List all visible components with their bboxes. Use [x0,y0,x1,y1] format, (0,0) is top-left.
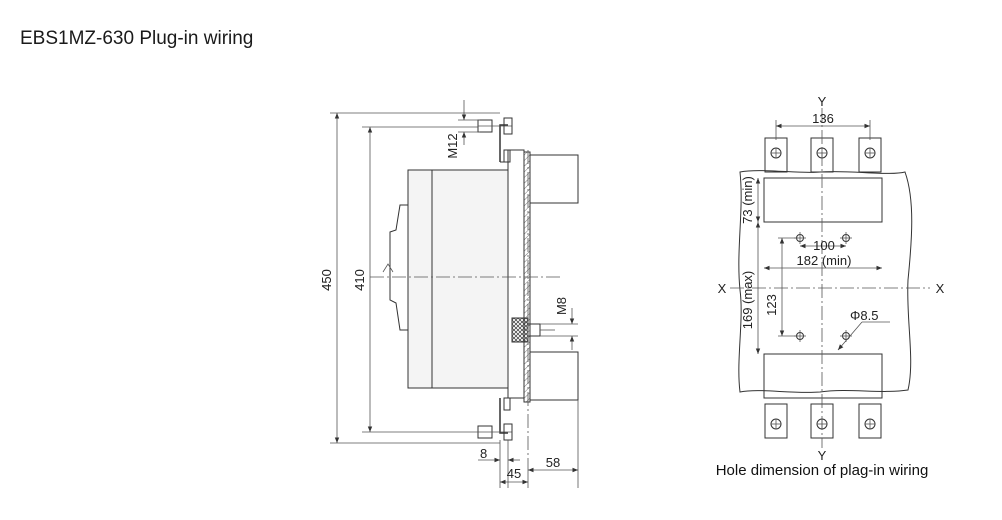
dim-label-182: 182 (min) [797,253,852,268]
breaker-body [407,169,509,389]
bottom-terminals [764,403,882,439]
handle-arrow [382,263,394,273]
dim-label-8: 8 [480,446,487,461]
panel-cutout-outline [738,170,913,393]
dim-label-169: 169 (max) [740,271,755,330]
x-axis-label-left: X [718,281,727,296]
side-view: 450 410 M12 M8 8 45 58 [319,100,579,488]
dim-label-123: 123 [764,294,779,316]
bottom-terminal-bar [499,398,508,434]
dim-label-45: 45 [507,466,521,481]
rear-connector-top [529,154,579,204]
dim-label-410: 410 [352,269,367,291]
top-terminal-bar [499,124,508,162]
fixing-holes [794,232,852,342]
top-terminals [764,137,882,173]
hole-view-caption: Hole dimension of plag-in wiring [716,462,929,479]
dim-label-100: 100 [813,238,835,253]
dim-label-73: 73 (min) [740,176,755,224]
dim-label-58: 58 [546,455,560,470]
page-title: EBS1MZ-630 Plug-in wiring [20,28,254,49]
y-axis-label-bottom: Y [818,448,827,463]
breaker-handle [389,204,408,331]
rear-connector-bottom [529,351,579,401]
x-axis-label-right: X [936,281,945,296]
dim-label-m8: M8 [554,297,569,315]
dim-label-m12: M12 [445,133,460,158]
plug-in-base [507,149,525,399]
y-axis-label-top: Y [818,94,827,109]
dim-label-hole-diameter: Φ8.5 [850,308,878,323]
dim-label-136: 136 [812,111,834,126]
dim-label-450: 450 [319,269,334,291]
m8-fixing-screw [511,317,529,343]
breaker-front-cover [407,169,433,389]
hole-view: Y Y X X 136 100 182 (min) 73 (min) 123 1… [716,94,945,479]
top-opening [763,177,883,223]
bottom-opening [763,353,883,399]
